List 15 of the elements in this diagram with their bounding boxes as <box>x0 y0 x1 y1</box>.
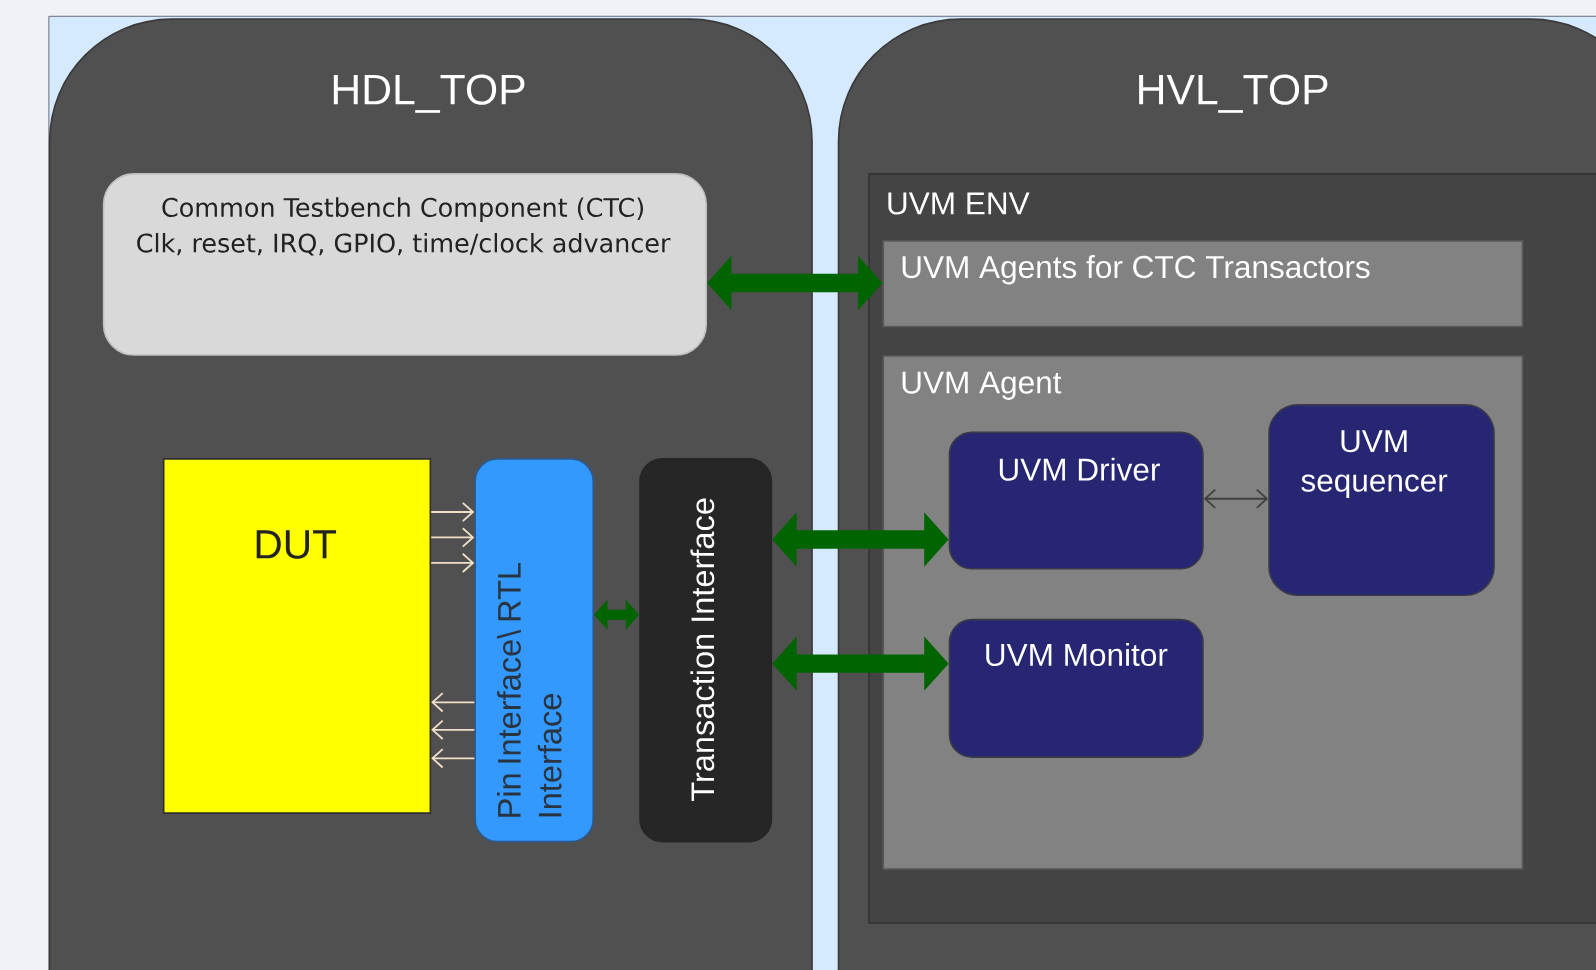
arrow <box>431 692 476 713</box>
monitor-box: UVM Monitor <box>948 618 1204 758</box>
interface-box: Pin Interface\ RTL Interface <box>474 458 595 843</box>
interface-box: Transaction Interface <box>639 458 773 843</box>
arrow <box>1203 488 1269 509</box>
agent-box: UVM Agents for CTC Transactors <box>882 240 1524 328</box>
arrow <box>430 501 475 523</box>
dut-box: DUT <box>162 458 432 814</box>
arrow <box>430 552 475 573</box>
component-box: Common Testbench Component (CTC) Clk, reset, IRQ, GPIO, time/clock advancer <box>102 173 707 356</box>
sequencer-box: UVM sequencer <box>1268 404 1495 597</box>
arrow <box>430 527 475 548</box>
driver-box: UVM Driver <box>948 431 1204 570</box>
arrow <box>431 748 476 769</box>
arrow <box>431 719 476 740</box>
